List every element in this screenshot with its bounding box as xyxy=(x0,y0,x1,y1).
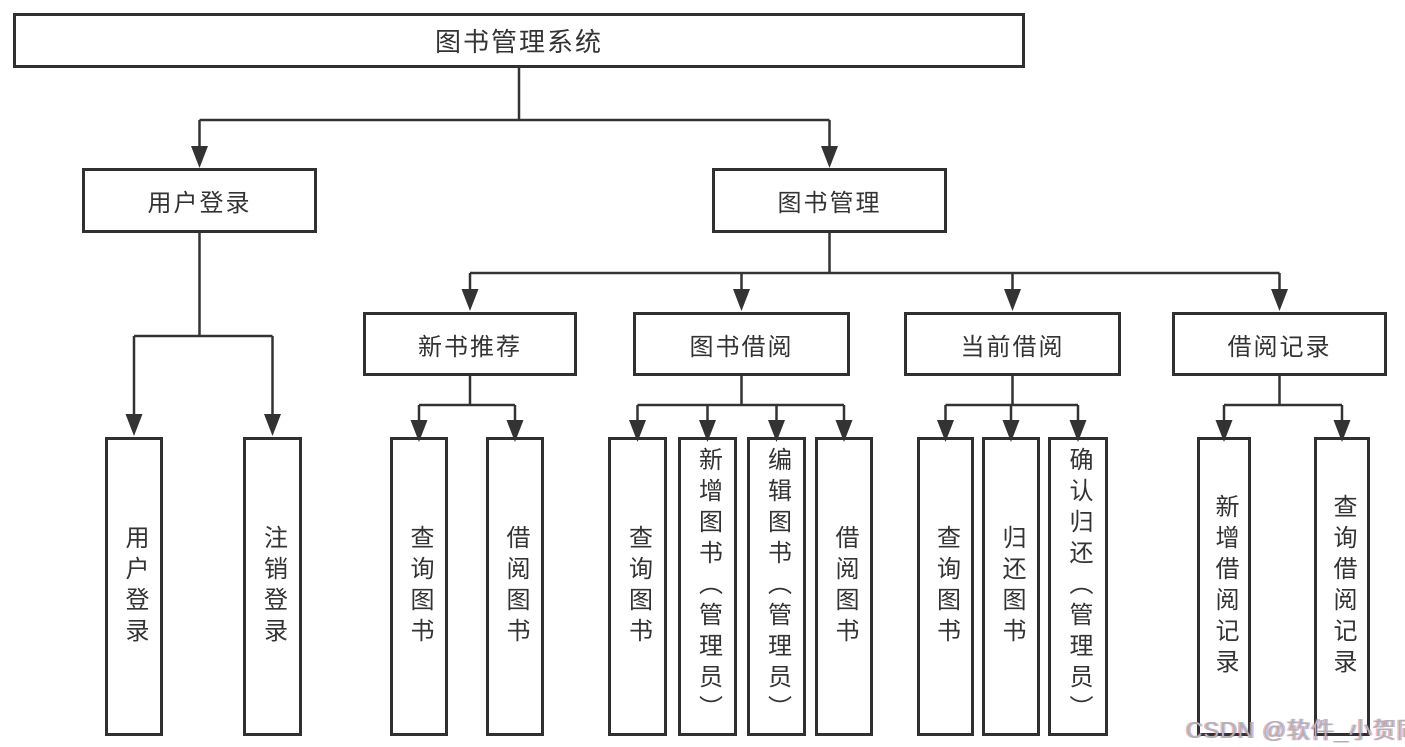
node-book-borrowing: 图书借阅 xyxy=(633,312,850,376)
leaf-bb-add-books-admin-label: 新增图书（管理员） xyxy=(694,447,722,726)
node-borrow-records: 借阅记录 xyxy=(1172,312,1387,376)
leaf-logout-label: 注销登录 xyxy=(259,524,287,649)
leaf-cb-query-books: 查询图书 xyxy=(917,437,974,736)
leaf-br-add-record: 新增借阅记录 xyxy=(1197,437,1251,736)
leaf-user-login: 用户登录 xyxy=(105,437,163,736)
leaf-cb-query-books-label: 查询图书 xyxy=(932,524,960,649)
leaf-br-query-record-label: 查询借阅记录 xyxy=(1329,493,1356,680)
node-user-login: 用户登录 xyxy=(82,168,317,233)
node-root-label: 图书管理系统 xyxy=(434,27,603,57)
leaf-user-login-label: 用户登录 xyxy=(121,524,148,649)
leaf-br-add-record-label: 新增借阅记录 xyxy=(1211,493,1238,680)
leaf-bb-borrow-books-label: 借阅图书 xyxy=(831,524,858,649)
leaf-rec-query-books: 查询图书 xyxy=(390,437,448,736)
node-root: 图书管理系统 xyxy=(13,13,1025,68)
leaf-cb-confirm-return-admin-label: 确认归还（管理员） xyxy=(1065,447,1092,726)
leaf-cb-return-books-label: 归还图书 xyxy=(998,524,1025,649)
leaf-rec-borrow-books: 借阅图书 xyxy=(486,437,544,736)
leaf-bb-query-books: 查询图书 xyxy=(608,437,667,736)
leaf-br-query-record: 查询借阅记录 xyxy=(1314,437,1370,736)
watermark: CSDN @软件_小贺同学 xyxy=(1186,717,1405,743)
node-current-borrowing-label: 当前借阅 xyxy=(960,333,1065,361)
leaf-cb-confirm-return-admin: 确认归还（管理员） xyxy=(1048,437,1108,736)
leaf-bb-query-books-label: 查询图书 xyxy=(624,524,652,649)
leaf-bb-edit-books-admin: 编辑图书（管理员） xyxy=(747,437,806,736)
node-new-book-recommend-label: 新书推荐 xyxy=(418,333,522,361)
node-user-login-label: 用户登录 xyxy=(147,190,252,217)
node-book-borrowing-label: 图书借阅 xyxy=(689,333,794,361)
node-book-management-label: 图书管理 xyxy=(777,190,882,217)
leaf-cb-return-books: 归还图书 xyxy=(982,437,1040,736)
leaf-bb-add-books-admin: 新增图书（管理员） xyxy=(678,437,737,736)
leaf-bb-edit-books-admin-label: 编辑图书（管理员） xyxy=(763,447,791,726)
leaf-rec-borrow-books-label: 借阅图书 xyxy=(502,524,529,649)
node-book-management: 图书管理 xyxy=(712,168,947,233)
node-current-borrowing: 当前借阅 xyxy=(904,312,1121,376)
node-new-book-recommend: 新书推荐 xyxy=(363,312,577,376)
leaf-bb-borrow-books: 借阅图书 xyxy=(815,437,873,736)
leaf-logout: 注销登录 xyxy=(243,437,302,736)
node-borrow-records-label: 借阅记录 xyxy=(1227,333,1332,361)
leaf-rec-query-books-label: 查询图书 xyxy=(406,524,433,649)
